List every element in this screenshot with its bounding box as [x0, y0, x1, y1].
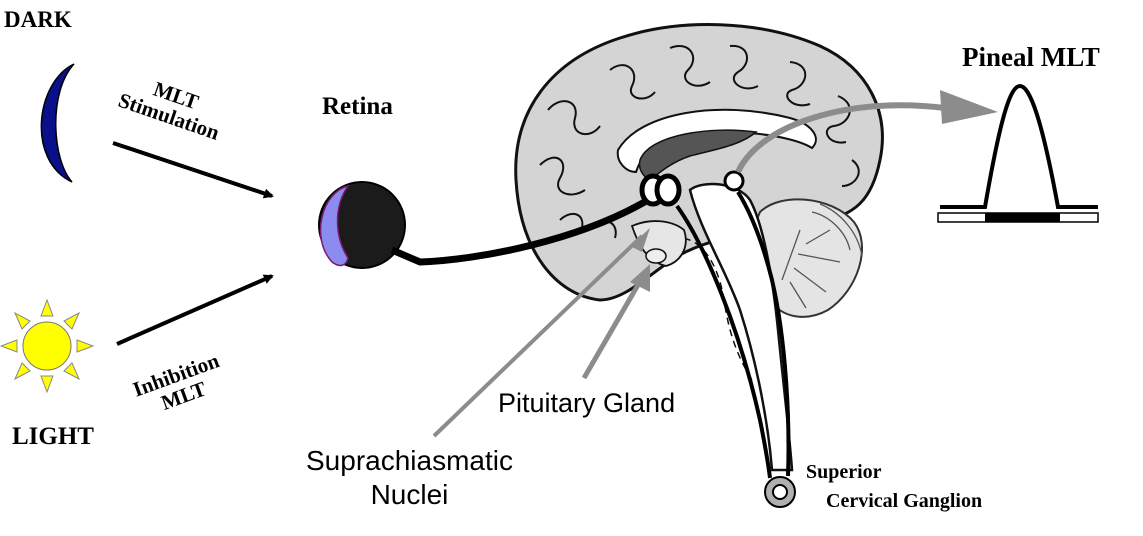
suprachiasmatic-nuclei-label: Suprachiasmatic Nuclei — [306, 444, 513, 511]
sympathetic-pathway — [675, 204, 772, 479]
brain-sagittal-illustration — [514, 23, 884, 472]
superior-cervical-ganglion-icon — [764, 476, 796, 508]
optic-nerve-pathway — [390, 196, 650, 266]
crescent-moon-icon — [40, 63, 75, 183]
sun-icon — [0, 298, 95, 394]
stimulation-arrow — [112, 141, 274, 199]
scg-label-line1: Superior — [806, 461, 882, 483]
pineal-output-arrowhead — [940, 90, 998, 124]
pituitary-pointer-line — [581, 276, 645, 380]
scn-pointer-arrowhead — [630, 228, 650, 252]
scn-label-line2: Nuclei — [370, 478, 449, 510]
scn-pointer-line — [432, 234, 644, 438]
pineal-mlt-label: Pineal MLT — [962, 42, 1100, 72]
scn-label-line1: Suprachiasmatic — [306, 445, 513, 476]
retina-label: Retina — [322, 93, 393, 120]
pineal-output-arrow — [735, 102, 946, 174]
melatonin-secretion-curve — [937, 83, 1099, 223]
scg-label-line2: Cervical Ganglion — [826, 490, 983, 512]
inhibition-arrow — [116, 274, 274, 346]
superior-cervical-ganglion-label: Superior Cervical Ganglion — [806, 458, 982, 516]
pituitary-pointer-arrowhead — [630, 264, 650, 292]
scg-to-pineal-pathway — [736, 190, 791, 477]
light-label: LIGHT — [12, 423, 94, 450]
pituitary-gland-label: Pituitary Gland — [498, 388, 676, 418]
dark-label: DARK — [4, 7, 72, 32]
suprachiasmatic-nuclei-icon — [639, 173, 682, 207]
eye-icon — [318, 181, 406, 269]
